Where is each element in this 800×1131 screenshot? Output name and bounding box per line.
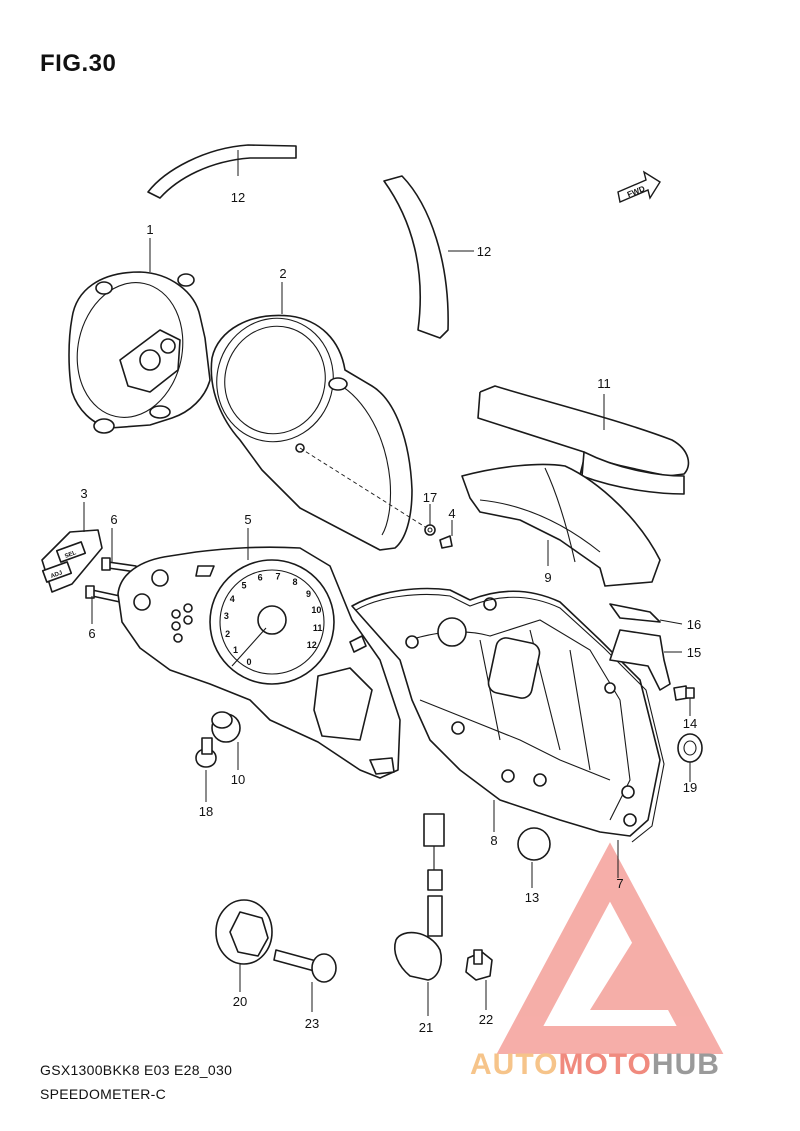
sel-button-label: SEL bbox=[64, 550, 77, 560]
watermark-auto: AUTO bbox=[470, 1048, 559, 1081]
part-19-grommet bbox=[677, 733, 703, 763]
part-7-case-seal bbox=[355, 594, 665, 843]
part-14-screw bbox=[673, 685, 695, 701]
gauge-number-3: 3 bbox=[224, 611, 229, 621]
part-8-meter-case bbox=[351, 587, 661, 837]
watermark-moto: MOTO bbox=[558, 1048, 652, 1081]
part-3-adjust-switch: SEL ADJ bbox=[41, 529, 103, 593]
callout-11: 11 bbox=[597, 376, 611, 391]
callout-17: 17 bbox=[423, 490, 437, 505]
part-11-visor-strip bbox=[477, 385, 690, 495]
part-10-rubber-mount bbox=[211, 711, 241, 743]
gauge-number-2: 2 bbox=[225, 629, 230, 639]
part-18-bolt bbox=[195, 737, 217, 768]
callout-8: 8 bbox=[490, 833, 497, 848]
part-22-bolt bbox=[465, 949, 493, 981]
callout-21: 21 bbox=[419, 1020, 433, 1035]
callout-19: 19 bbox=[683, 780, 697, 795]
callout-1: 1 bbox=[146, 222, 153, 237]
watermark-hub: HUB bbox=[651, 1048, 720, 1081]
watermark-text: AUTOMOTOHUB bbox=[470, 1048, 720, 1082]
callout-20: 20 bbox=[233, 994, 247, 1009]
part-21-speed-sensor bbox=[394, 813, 445, 981]
part-4-screw bbox=[439, 535, 453, 549]
callout-labels: 1 12 2 12 11 3 6 6 5 17 4 9 16 15 14 19 … bbox=[80, 190, 701, 1035]
leader-lines bbox=[83, 150, 691, 1016]
callout-12-right: 12 bbox=[477, 244, 491, 259]
part-16-cushion bbox=[609, 603, 661, 623]
part-12-strip-right bbox=[383, 175, 449, 339]
callout-23: 23 bbox=[305, 1016, 319, 1031]
part-17-washer bbox=[424, 524, 436, 536]
gauge-number-4: 4 bbox=[230, 594, 235, 604]
callout-15: 15 bbox=[687, 645, 701, 660]
gauge-number-11: 11 bbox=[313, 623, 323, 633]
part-23-bolt bbox=[273, 949, 337, 983]
model-code: GSX1300BKK8 E03 E28_030 bbox=[40, 1062, 233, 1078]
gauge-number-5: 5 bbox=[241, 581, 246, 591]
gauge-number-9: 9 bbox=[306, 589, 311, 599]
callout-4: 4 bbox=[448, 506, 455, 521]
callout-6-upper: 6 bbox=[110, 512, 117, 527]
fwd-arrow-icon: FWD bbox=[617, 170, 661, 203]
gauge-number-10: 10 bbox=[311, 605, 321, 615]
part-1-meter-cover bbox=[68, 271, 211, 434]
callout-2: 2 bbox=[279, 266, 286, 281]
callout-5: 5 bbox=[244, 512, 251, 527]
callout-6-lower: 6 bbox=[88, 626, 95, 641]
callout-3: 3 bbox=[80, 486, 87, 501]
callout-16: 16 bbox=[687, 617, 701, 632]
part-15-bracket bbox=[609, 629, 671, 691]
gauge-number-8: 8 bbox=[292, 577, 297, 587]
gauge-number-0: 0 bbox=[246, 657, 251, 667]
assembly-name: SPEEDOMETER-C bbox=[40, 1086, 167, 1102]
part-9-trim-panel bbox=[461, 463, 661, 587]
callout-10: 10 bbox=[231, 772, 245, 787]
part-6-pin-upper bbox=[101, 557, 137, 573]
gauge-number-1: 1 bbox=[233, 645, 238, 655]
fwd-label: FWD bbox=[626, 184, 646, 199]
watermark-logo bbox=[496, 842, 724, 1054]
gauge-number-6: 6 bbox=[258, 573, 263, 583]
adj-button-label: ADJ bbox=[50, 570, 63, 580]
part-13-pad bbox=[517, 827, 551, 861]
gauge-number-7: 7 bbox=[275, 571, 280, 581]
figure-title: FIG.30 bbox=[40, 50, 117, 77]
part-20-cap bbox=[215, 899, 273, 965]
callout-7: 7 bbox=[616, 876, 623, 891]
callout-14: 14 bbox=[683, 716, 697, 731]
callout-18: 18 bbox=[199, 804, 213, 819]
callout-22: 22 bbox=[479, 1012, 493, 1027]
gauge-number-12: 12 bbox=[307, 640, 317, 650]
part-12-strip-upper bbox=[147, 144, 297, 199]
part-6-pin-lower bbox=[85, 585, 121, 603]
callout-12-upper: 12 bbox=[231, 190, 245, 205]
callout-9: 9 bbox=[544, 570, 551, 585]
part-2-lens bbox=[210, 314, 431, 551]
callout-13: 13 bbox=[525, 890, 539, 905]
